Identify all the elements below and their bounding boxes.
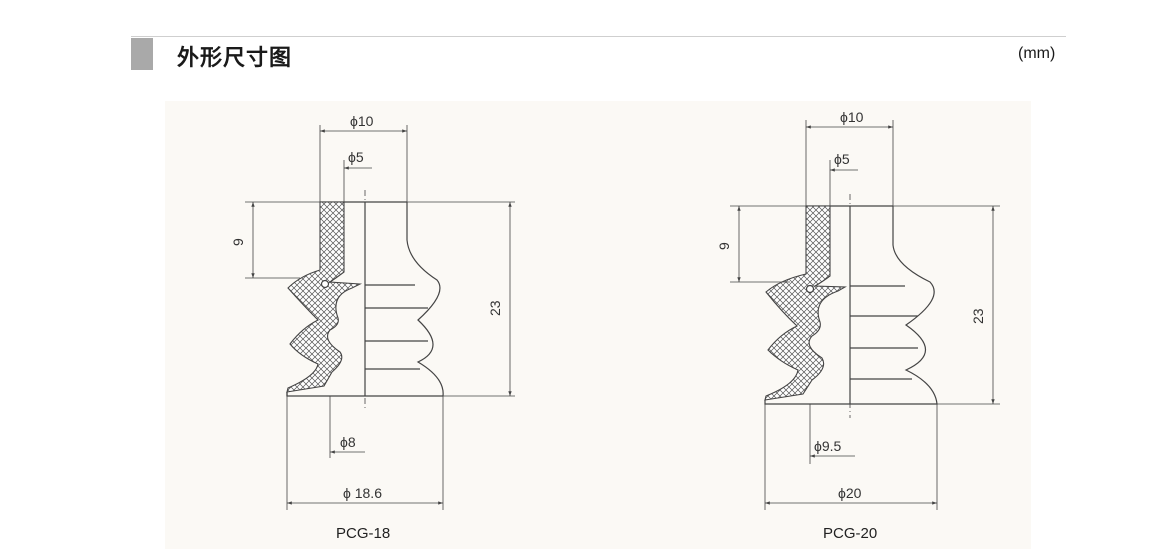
pcg18-caption: PCG-18 [336,525,390,542]
top-divider-line [131,36,1066,37]
drawing-pcg-20 [730,120,1000,510]
pcg20-total-height: 23 [970,308,986,324]
pcg18-total-height: 23 [487,300,503,316]
pcg20-outer-profile [764,206,938,405]
pcg20-neck-height: 9 [716,242,732,250]
pcg18-top-outer-dia: ϕ10 [350,113,374,129]
pcg18-bottom-inner-dia: ϕ8 [340,434,356,450]
unit-label: (mm) [1018,45,1056,62]
pcg20-bottom-inner-dia: ϕ9.5 [814,438,842,454]
pcg18-bottom-outer-dia: ϕ 18.6 [343,485,382,501]
pcg20-hatched-wall [764,205,847,401]
pcg20-caption: PCG-20 [823,525,877,542]
pcg18-hatched-wall [286,201,363,393]
pcg20-top-inner-dia: ϕ5 [834,151,850,167]
section-title: 外形尺寸图 [177,46,293,71]
pcg18-neck-height: 9 [230,238,246,246]
pcg18-top-inner-dia: ϕ5 [348,149,364,165]
drawing-pcg-18 [245,125,515,510]
pcg18-outer-profile [286,202,444,397]
section-title-marker [131,38,153,70]
pcg20-top-outer-dia: ϕ10 [840,109,864,125]
pcg20-bottom-outer-dia: ϕ20 [838,485,862,501]
